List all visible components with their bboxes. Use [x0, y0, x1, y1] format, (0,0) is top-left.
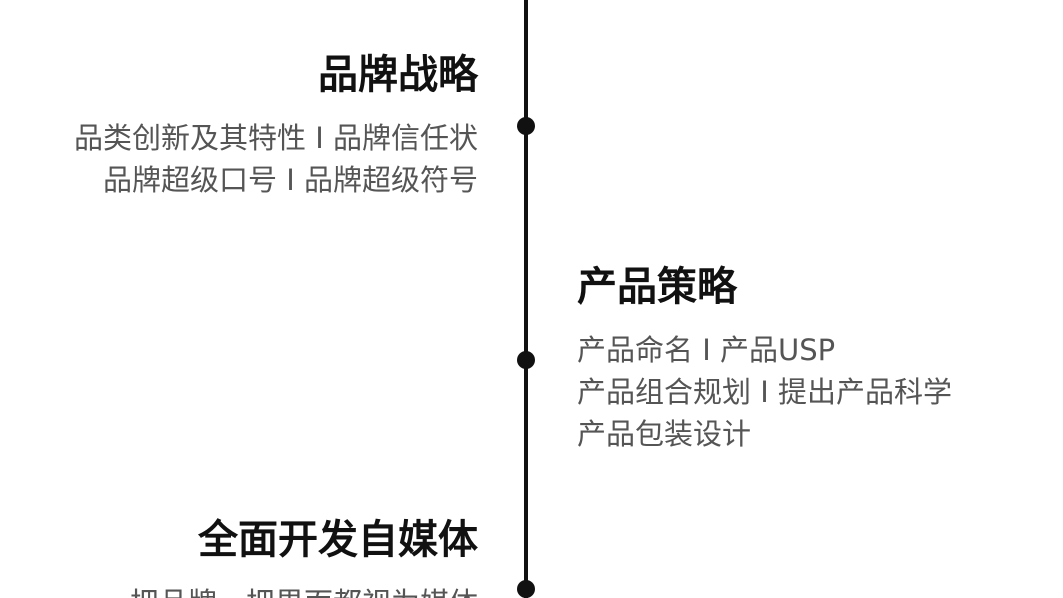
- item-title: 产品策略: [577, 264, 737, 310]
- timeline-item-product-strategy: 产品策略 产品命名 I 产品USP 产品组合规划 I 提出产品科学 产品包装设计: [577, 263, 952, 455]
- item-lines: 把品牌，把界面都视为媒体: [130, 582, 478, 598]
- item-line: 产品命名 I 产品USP: [577, 333, 836, 367]
- item-line: 品牌超级口号 I 品牌超级符号: [103, 163, 478, 197]
- timeline-line: [524, 0, 528, 598]
- timeline-dot-brand-strategy: [517, 117, 535, 135]
- timeline-item-brand-strategy: 品牌战略 品类创新及其特性 I 品牌信任状 品牌超级口号 I 品牌超级符号: [74, 51, 478, 201]
- item-lines: 产品命名 I 产品USP 产品组合规划 I 提出产品科学 产品包装设计: [577, 329, 952, 455]
- item-line: 品类创新及其特性 I 品牌信任状: [74, 121, 478, 155]
- item-line: 产品包装设计: [577, 417, 752, 451]
- timeline-dot-self-media: [517, 580, 535, 598]
- item-line: 把品牌，把界面都视为媒体: [130, 582, 478, 598]
- item-lines: 品类创新及其特性 I 品牌信任状 品牌超级口号 I 品牌超级符号: [74, 117, 478, 201]
- item-line: 产品组合规划 I 提出产品科学: [577, 375, 952, 409]
- timeline-item-self-media: 全面开发自媒体 把品牌，把界面都视为媒体: [130, 516, 478, 598]
- item-title: 品牌战略: [318, 52, 478, 98]
- timeline-dot-product-strategy: [517, 351, 535, 369]
- item-title: 全面开发自媒体: [198, 517, 478, 563]
